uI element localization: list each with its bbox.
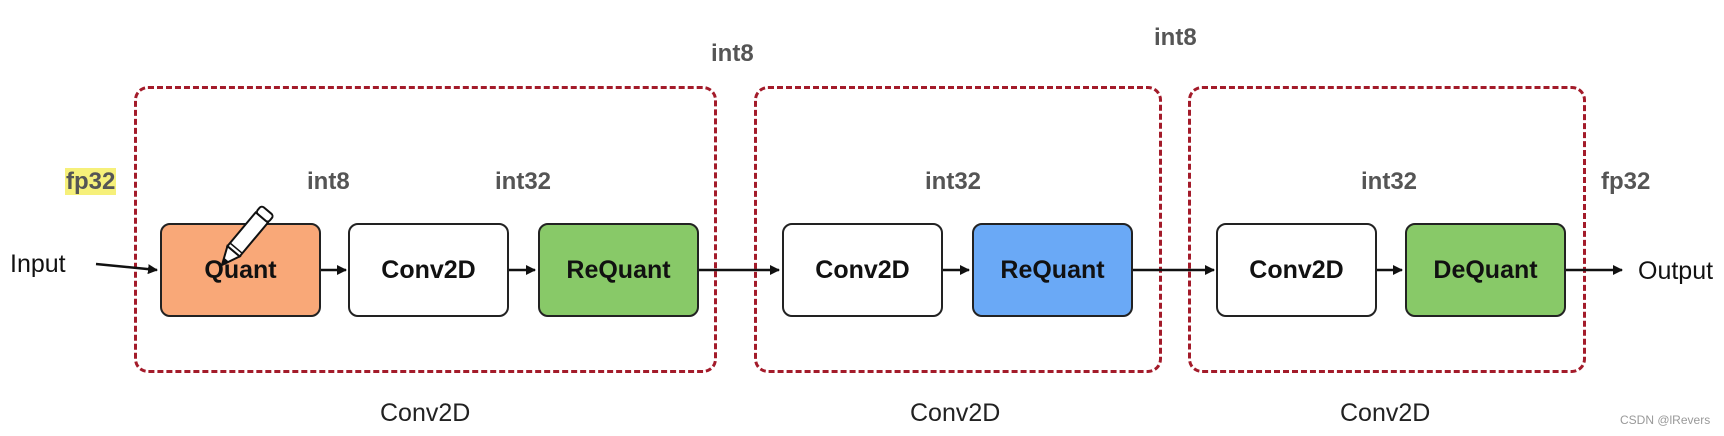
group-box-2 [754, 86, 1162, 373]
group-box-3 [1188, 86, 1586, 373]
group-box-1 [134, 86, 717, 373]
conv2d-node-2: Conv2D [782, 223, 943, 317]
arrow-input-quant [95, 262, 158, 275]
group-caption-1: Conv2D [380, 399, 471, 427]
dtype-input-text: fp32 [65, 168, 117, 195]
dequant-node: DeQuant [1405, 223, 1566, 317]
requant-node-2: ReQuant [972, 223, 1133, 317]
group-caption-2: Conv2D [910, 399, 1001, 427]
dtype-input: fp32 [65, 168, 117, 195]
dtype-conv2-out: int32 [925, 168, 982, 195]
dtype-output: fp32 [1601, 168, 1651, 195]
watermark: CSDN @lRevers [1620, 413, 1711, 427]
conv2d-node-3: Conv2D [1216, 223, 1377, 317]
dtype-between-1-2: int8 [711, 40, 754, 67]
group-caption-3: Conv2D [1340, 399, 1431, 427]
dtype-conv3-out: int32 [1361, 168, 1418, 195]
requant-node-1: ReQuant [538, 223, 699, 317]
input-label: Input [10, 250, 66, 278]
conv2d-node-1: Conv2D [348, 223, 509, 317]
dtype-between-2-3: int8 [1154, 24, 1197, 51]
dtype-conv1-out: int32 [495, 168, 552, 195]
output-label: Output [1638, 257, 1714, 285]
dtype-quant-out: int8 [307, 168, 350, 195]
